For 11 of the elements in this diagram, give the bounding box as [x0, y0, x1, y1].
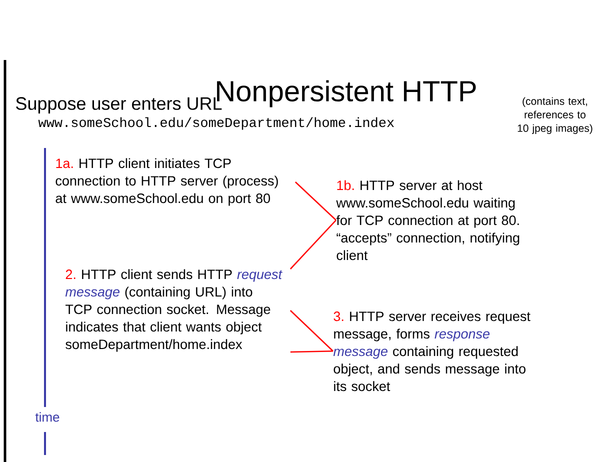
step-text: 1a. HTTP client initiates TCP connection to HTTP server (process) at www.someSchool.edu on port 80	[56, 158, 278, 206]
message-line	[290, 350, 334, 353]
message-line	[290, 220, 336, 270]
time-label: time	[35, 412, 60, 422]
url-text: www.someSchool.edu/someDepartment/home.index	[38, 117, 394, 130]
note-text: (contains text, references to 10 jpeg images)	[518, 97, 592, 134]
message-line	[290, 310, 334, 352]
step-text: 1b. HTTP server at host www.someSchool.edu waiting for TCP connection at port 80. “accepts” connection, notifying client	[336, 180, 520, 260]
message-line	[294, 182, 336, 221]
step-text: 2. HTTP client sends HTTP request message (containing URL) into TCP connection socket. Message indicates that client wants object someDepartment/home.index	[65, 269, 282, 352]
step-text: 3. HTTP server receives request message, forms response message containing requested object, and sends message into its socket	[333, 311, 530, 392]
